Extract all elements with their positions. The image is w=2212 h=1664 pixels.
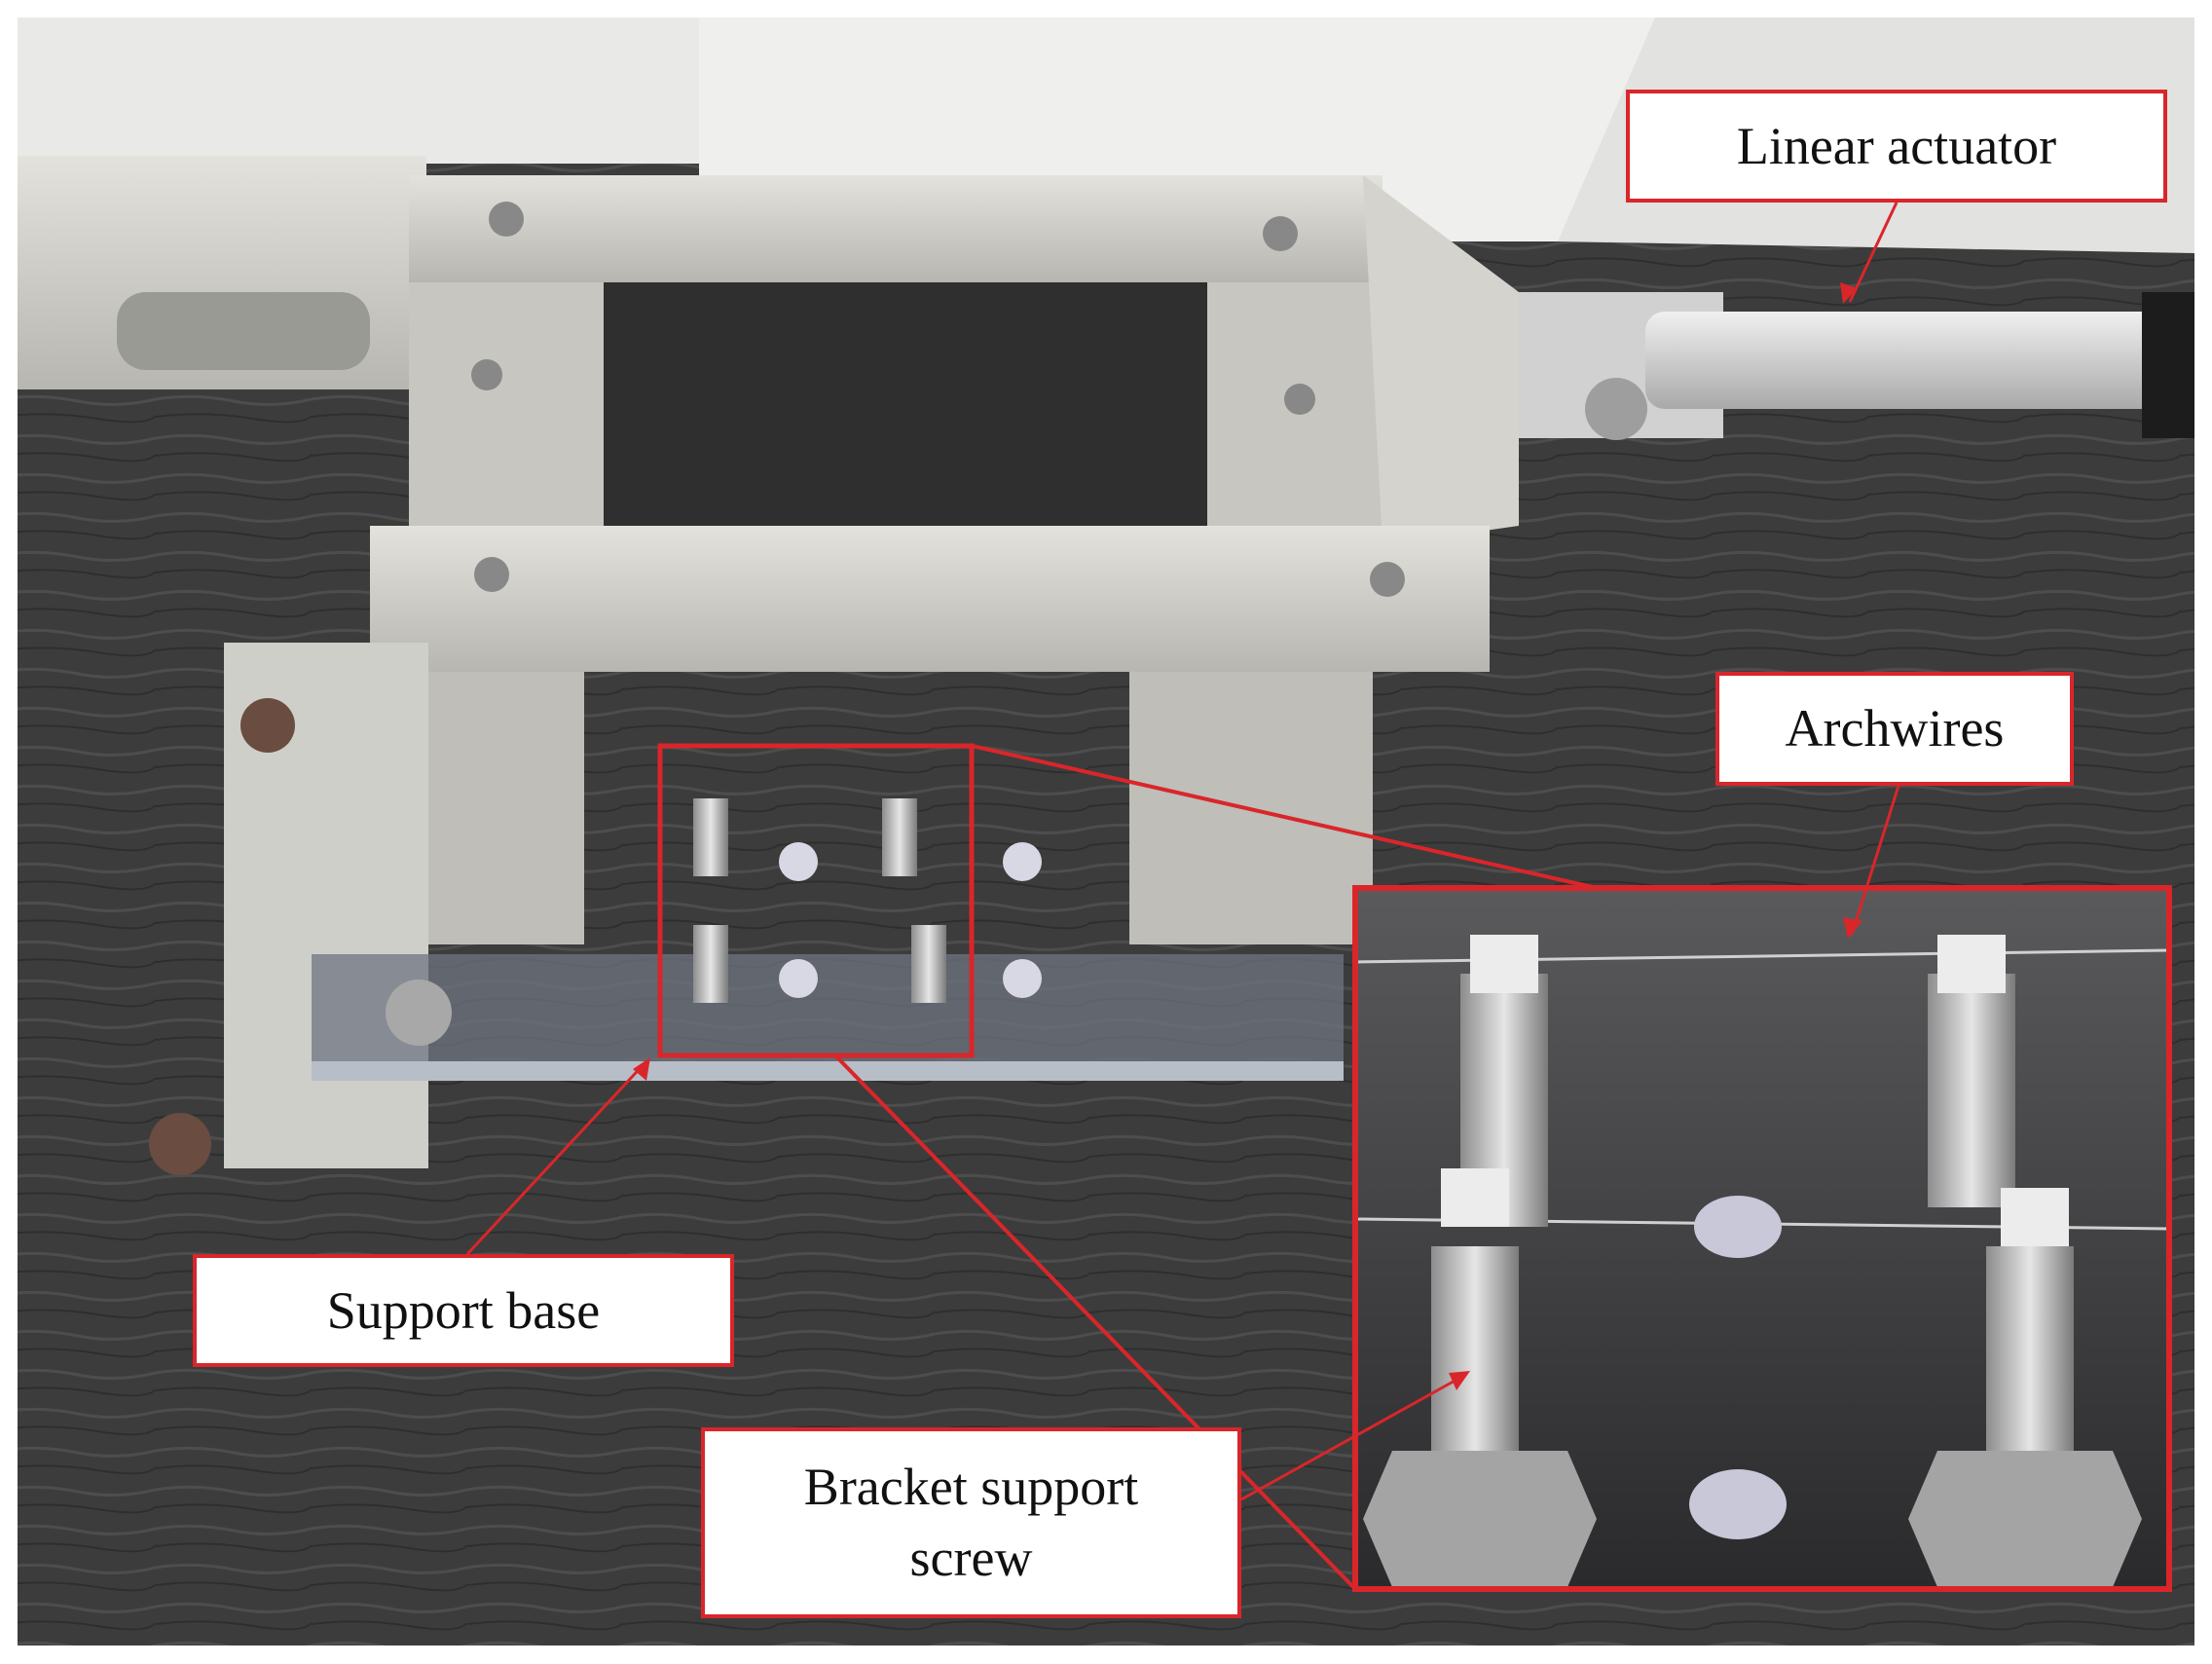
label-linear-actuator-text: Linear actuator	[1736, 116, 2057, 175]
leader-support-base	[465, 1059, 648, 1256]
label-bracket-support-screw: Bracket support screw	[701, 1427, 1241, 1618]
highlight-region	[657, 743, 975, 1058]
zoom-inset	[1354, 888, 2170, 1589]
arrowhead-support-base	[633, 1057, 650, 1081]
annotation-overlay	[465, 202, 2172, 1592]
aluminum-frame	[370, 175, 1519, 944]
leader-archwires	[1850, 785, 1900, 936]
zoom-connector-top	[971, 744, 1598, 890]
label-archwires: Archwires	[1715, 672, 2074, 786]
leader-linear-actuator	[1848, 202, 1899, 303]
label-linear-actuator: Linear actuator	[1626, 90, 2167, 203]
support-base	[149, 643, 1344, 1175]
bracket-support-screws	[693, 798, 1042, 1003]
zoom-inset-border	[1352, 885, 2172, 1592]
label-bracket-support-screw-line1: Bracket support	[803, 1458, 1139, 1517]
arrowhead-linear-actuator	[1840, 282, 1858, 304]
leader-bracket-screw	[1240, 1373, 1466, 1501]
label-archwires-text: Archwires	[1785, 699, 2005, 758]
arrowhead-archwires	[1843, 917, 1862, 939]
label-support-base: Support base	[193, 1254, 734, 1367]
arrowhead-bracket-screw	[1449, 1371, 1470, 1390]
label-bracket-support-screw-line2: screw	[909, 1529, 1033, 1587]
photograph	[18, 18, 2194, 1646]
label-support-base-text: Support base	[326, 1280, 601, 1340]
zoom-connector-bottom	[833, 1054, 1357, 1591]
